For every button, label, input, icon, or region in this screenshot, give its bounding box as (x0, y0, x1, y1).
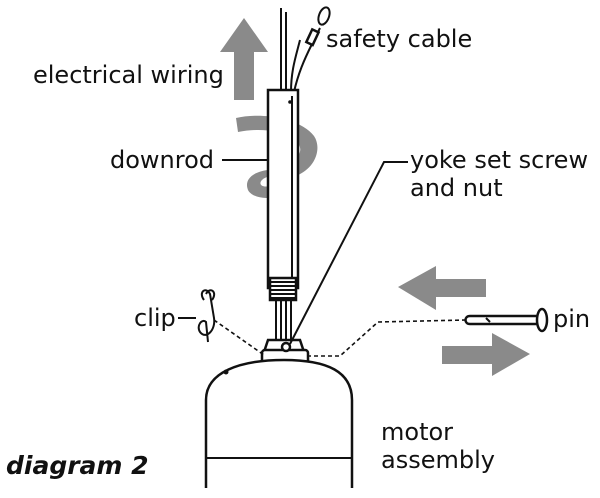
arrow-up-icon (220, 18, 268, 100)
pin-dashed-line (306, 319, 467, 357)
electrical-wires (280, 8, 301, 93)
clip-dashed-line (213, 319, 265, 356)
downrod-label: downrod (110, 146, 214, 174)
diagram-caption: diagram 2 (6, 451, 149, 480)
safety-cable-label: safety cable (326, 25, 472, 53)
wires-into-motor (275, 300, 292, 340)
safety-cable (293, 6, 331, 93)
motor-assembly (204, 358, 354, 488)
arrow-left-icon (398, 266, 486, 310)
yoke-label-line1: yoke set screw (410, 146, 588, 174)
yoke-leader (289, 161, 408, 345)
downrod (266, 88, 300, 290)
motor-label-line2: assembly (381, 446, 495, 474)
arrow-right-icon (442, 333, 530, 376)
yoke-label-line2: and nut (410, 174, 503, 202)
clip-label: clip (134, 304, 176, 332)
downrod-threads (268, 276, 298, 302)
pin-label: pin (553, 305, 590, 333)
clip (197, 289, 216, 343)
motor-label-line1: motor (381, 418, 453, 446)
pin (464, 307, 549, 333)
electrical-wiring-label: electrical wiring (33, 61, 224, 89)
